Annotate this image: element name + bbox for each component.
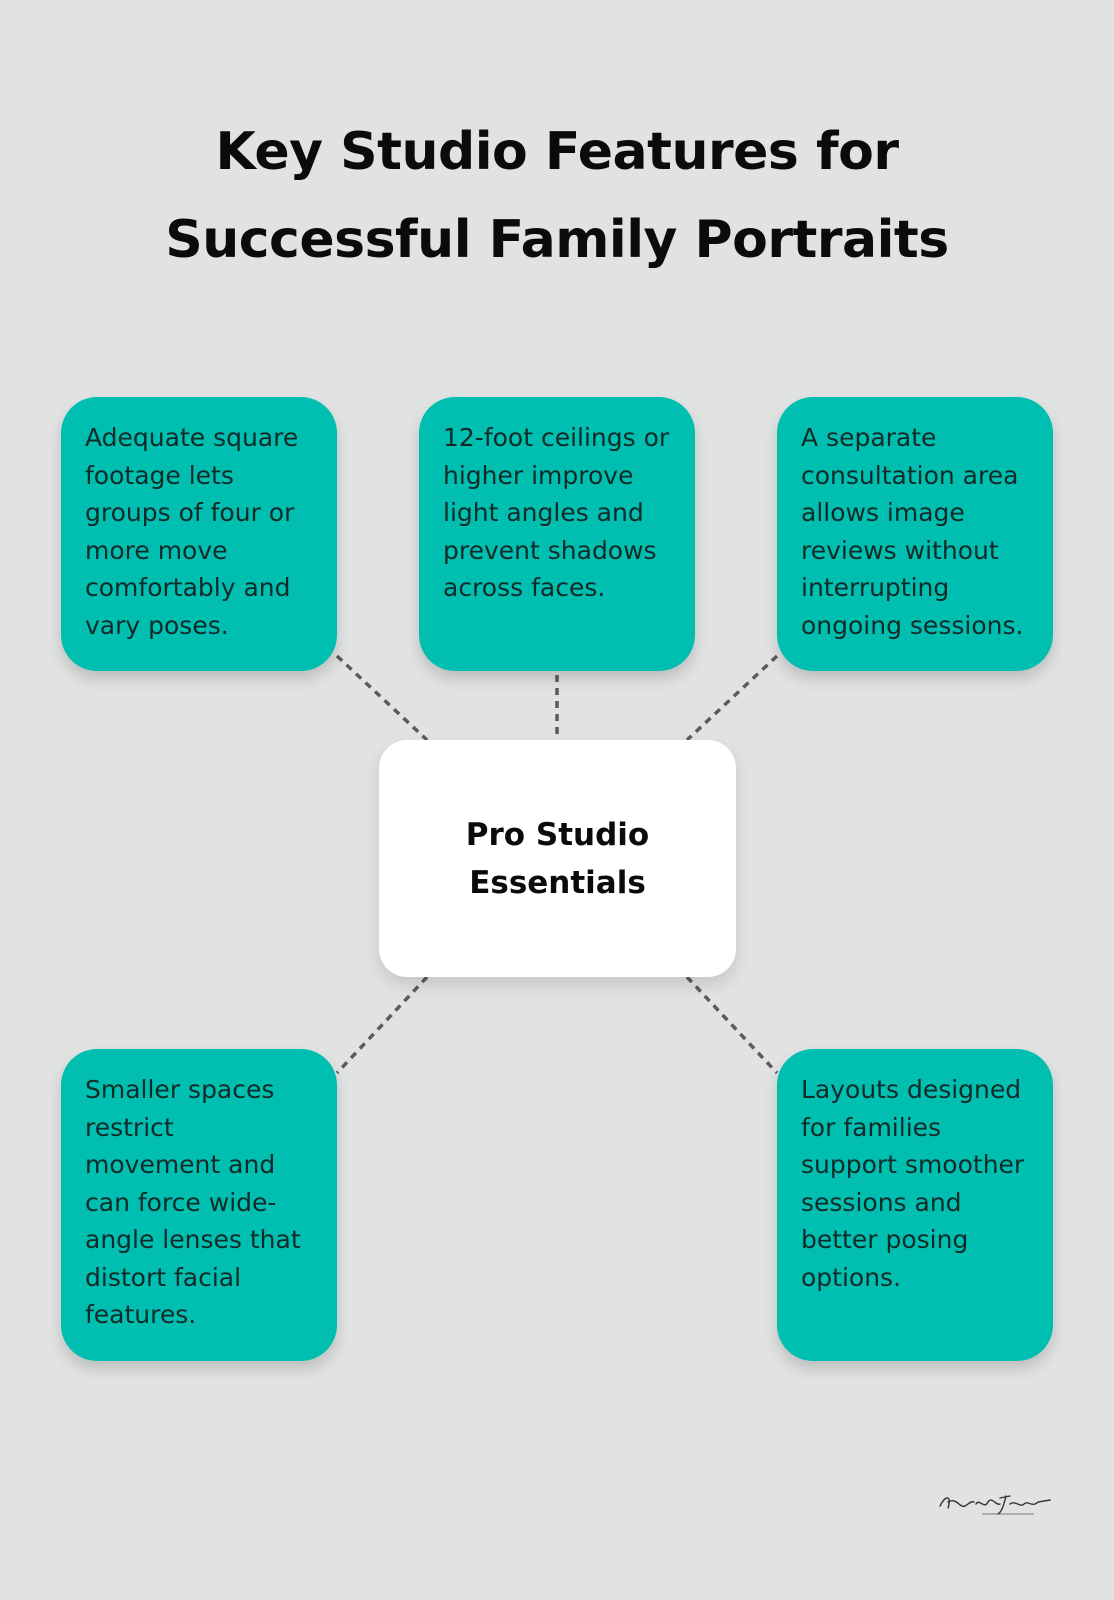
connector-bottom-left xyxy=(335,975,429,1075)
connector-top-left xyxy=(335,654,429,742)
feature-box-consultation-area: A separate consultation area allows imag… xyxy=(777,397,1053,671)
page-title: Key Studio Features for Successful Famil… xyxy=(0,108,1114,284)
feature-box-family-layouts: Layouts designed for families support sm… xyxy=(777,1049,1053,1361)
feature-text: 12-foot ceilings or higher improve light… xyxy=(443,423,670,602)
feature-text: Layouts designed for families support sm… xyxy=(801,1075,1025,1292)
feature-text: Adequate square footage lets groups of f… xyxy=(85,423,299,640)
title-line-2: Successful Family Portraits xyxy=(165,210,949,270)
center-node: Pro Studio Essentials xyxy=(379,740,736,977)
signature-logo xyxy=(939,1495,1051,1515)
connector-bottom-right xyxy=(685,975,779,1075)
feature-box-ceilings: 12-foot ceilings or higher improve light… xyxy=(419,397,695,671)
feature-box-square-footage: Adequate square footage lets groups of f… xyxy=(61,397,337,671)
center-label: Pro Studio Essentials xyxy=(465,816,650,901)
feature-text: Smaller spaces restrict movement and can… xyxy=(85,1075,301,1329)
title-line-1: Key Studio Features for xyxy=(215,122,899,182)
feature-text: A separate consultation area allows imag… xyxy=(801,423,1024,640)
connector-top-right xyxy=(685,654,779,742)
feature-box-smaller-spaces: Smaller spaces restrict movement and can… xyxy=(61,1049,337,1361)
